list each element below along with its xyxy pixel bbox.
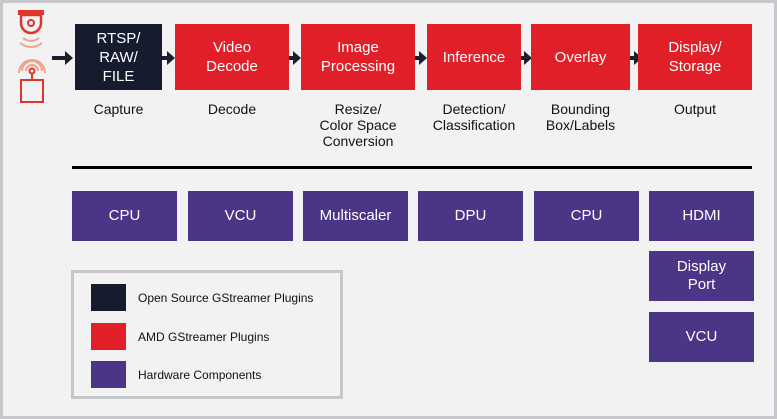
hw-cpu-2: CPU xyxy=(534,191,639,241)
legend-label-amd: AMD GStreamer Plugins xyxy=(138,330,270,344)
arrow-input xyxy=(52,51,73,65)
hw-vcu: VCU xyxy=(188,191,293,241)
stage-label: Overlay xyxy=(554,48,607,66)
legend-label-hardware: Hardware Components xyxy=(138,368,262,382)
stage-display-storage: Display/ Storage xyxy=(638,24,752,90)
stage-label: Image Processing xyxy=(320,39,396,75)
legend-swatch-open-source xyxy=(91,284,126,311)
arrow-5 xyxy=(630,51,642,65)
legend: Open Source GStreamer Plugins AMD GStrea… xyxy=(71,270,343,399)
arrow-2 xyxy=(288,51,301,65)
hw-label: VCU xyxy=(685,328,718,345)
stage-label: RTSP/ RAW/ FILE xyxy=(96,29,141,85)
sub-detection: Detection/ Classification xyxy=(432,101,516,133)
stage-label: Inference xyxy=(442,48,506,66)
stage-label: Video Decode xyxy=(206,39,258,75)
camera-icon xyxy=(18,10,44,48)
hw-multiscaler: Multiscaler xyxy=(303,191,408,241)
hw-label: HDMI xyxy=(682,207,721,224)
divider-line xyxy=(72,166,752,169)
antenna-sensor-icon xyxy=(18,59,46,103)
sub-resize: Resize/ Color Space Conversion xyxy=(319,101,397,149)
sub-bounding: Bounding Box/Labels xyxy=(545,101,616,133)
hw-dpu: DPU xyxy=(418,191,523,241)
sub-capture: Capture xyxy=(93,101,144,117)
legend-label-open-source: Open Source GStreamer Plugins xyxy=(138,291,314,305)
sub-output: Output xyxy=(673,101,717,117)
hw-displayport: Display Port xyxy=(649,251,754,301)
stage-inference: Inference xyxy=(427,24,521,90)
legend-swatch-hardware xyxy=(91,361,126,388)
stage-video-decode: Video Decode xyxy=(175,24,289,90)
arrow-1 xyxy=(162,51,175,65)
hw-label: Multiscaler xyxy=(319,207,392,224)
hw-label: CPU xyxy=(108,207,141,224)
hw-label: VCU xyxy=(224,207,257,224)
legend-swatch-amd xyxy=(91,323,126,350)
hw-hdmi: HDMI xyxy=(649,191,754,241)
arrow-3 xyxy=(414,51,427,65)
stage-overlay: Overlay xyxy=(531,24,630,90)
hw-label: CPU xyxy=(570,207,603,224)
stage-capture: RTSP/ RAW/ FILE xyxy=(75,24,162,90)
hw-label: Display Port xyxy=(676,258,727,293)
arrow-4 xyxy=(520,51,532,65)
hw-label: DPU xyxy=(454,207,487,224)
sub-decode: Decode xyxy=(207,101,257,117)
stage-image-processing: Image Processing xyxy=(301,24,415,90)
stage-label: Display/ Storage xyxy=(668,39,722,75)
hw-cpu: CPU xyxy=(72,191,177,241)
hw-vcu-2: VCU xyxy=(649,312,754,362)
